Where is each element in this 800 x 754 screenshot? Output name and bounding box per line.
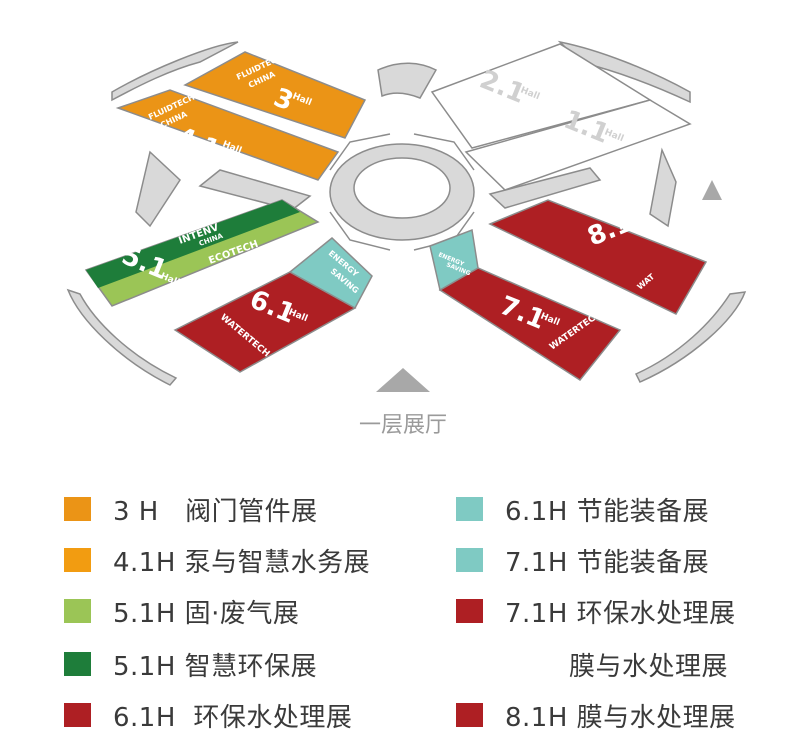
hall-3[interactable]: FLUIDTECH CHINA 3 Hall: [183, 51, 367, 139]
legend-item: 3 H 阀门管件展: [64, 494, 318, 527]
legend-swatch: [64, 497, 91, 521]
legend-label: 5.1H 智慧环保展: [113, 651, 318, 682]
legend: 3 H 阀门管件展 4.1H 泵与智慧水务展 5.1H 固·废气展 5.1H 智…: [0, 480, 800, 754]
legend-label: 5.1H 固·废气展: [113, 598, 300, 629]
legend-label: 6.1H 节能装备展: [505, 496, 710, 527]
legend-swatch: [456, 548, 483, 572]
legend-label: 3 H 阀门管件展: [113, 496, 318, 527]
north-arrow-icon: [702, 180, 722, 200]
hall-4-1[interactable]: FLUIDTECH CHINA 4.1 Hall: [115, 89, 340, 181]
legend-swatch: [456, 497, 483, 521]
legend-item: 6.1H 节能装备展: [456, 494, 709, 527]
exhibition-hall-map: FLUIDTECH CHINA 3 Hall FLUIDTECH CHINA 4…: [66, 40, 747, 438]
corridor-shapes: [66, 40, 747, 386]
legend-item: 5.1H 智慧环保展: [64, 649, 317, 682]
entrance-arrow-icon: [376, 368, 430, 392]
legend-item: 4.1H 泵与智慧水务展: [64, 545, 370, 578]
legend-label: 4.1H 泵与智慧水务展: [113, 547, 371, 578]
legend-swatch: [64, 599, 91, 623]
legend-label: 8.1H 膜与水处理展: [505, 702, 736, 733]
legend-item: 7.1H 环保水处理展: [456, 596, 736, 629]
legend-item: 7.1H 节能装备展: [456, 545, 709, 578]
legend-label: 6.1H 环保水处理展: [113, 702, 353, 733]
hall-7-1[interactable]: 7.1 Hall WATERTECH ENERGY SAVING: [429, 228, 622, 381]
legend-label: 7.1H 环保水处理展: [505, 598, 736, 629]
legend-item: 膜与水处理展: [456, 649, 728, 682]
hall-8-1[interactable]: 8.1 Hall WAT: [488, 199, 708, 315]
central-plaza: [329, 133, 475, 251]
legend-label: 膜与水处理展: [569, 651, 729, 682]
legend-item: 6.1H 环保水处理展: [64, 700, 352, 733]
legend-label: 7.1H 节能装备展: [505, 547, 710, 578]
legend-swatch: [456, 652, 483, 676]
legend-swatch: [456, 599, 483, 623]
legend-swatch: [456, 703, 483, 727]
legend-item: 8.1H 膜与水处理展: [456, 700, 736, 733]
legend-swatch: [64, 703, 91, 727]
legend-swatch: [64, 652, 91, 676]
legend-item: 5.1H 固·废气展: [64, 596, 299, 629]
floor-label: 一层展厅: [359, 413, 447, 438]
legend-swatch: [64, 548, 91, 572]
hall-1-1[interactable]: 1.1 Hall: [464, 99, 692, 191]
hall-6-1[interactable]: 6.1 Hall WATERTECH ENERGY SAVING: [173, 237, 373, 373]
